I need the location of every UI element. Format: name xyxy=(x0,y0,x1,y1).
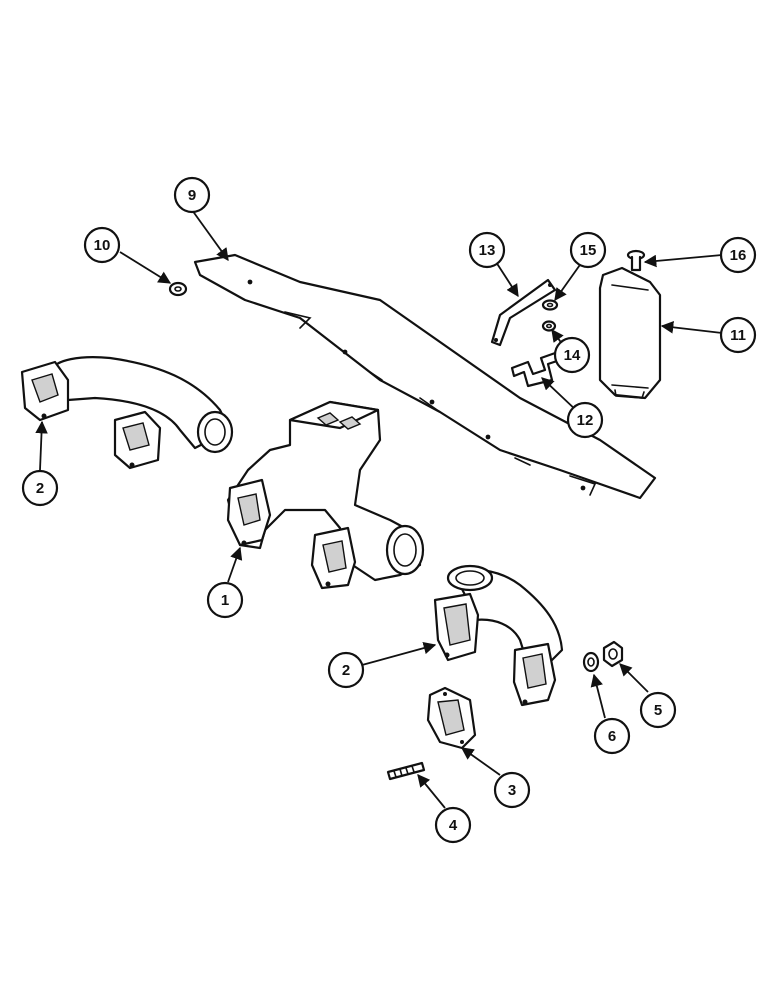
callout-label-5: 5 xyxy=(654,702,662,719)
washer-6 xyxy=(582,651,600,673)
heat-shield-bracket xyxy=(193,253,657,500)
callout-label-1: 1 xyxy=(221,592,229,609)
leader-2b xyxy=(361,641,437,666)
exhaust-elbow-right xyxy=(433,564,564,707)
heat-shield-plate-11 xyxy=(598,266,662,400)
leader-9 xyxy=(191,209,229,262)
stud-4 xyxy=(386,761,426,781)
callout-2a: 2 xyxy=(21,469,59,507)
leader-5 xyxy=(619,663,649,693)
callout-14: 14 xyxy=(553,336,591,374)
callout-label-2b: 2 xyxy=(342,662,350,679)
callout-label-14: 14 xyxy=(564,347,581,364)
nut-10 xyxy=(168,281,188,297)
leader-10 xyxy=(119,251,172,284)
callout-2b: 2 xyxy=(327,651,365,689)
leader-16 xyxy=(643,254,723,268)
callout-label-10: 10 xyxy=(94,237,111,254)
callout-label-16: 16 xyxy=(730,247,747,264)
callout-label-13: 13 xyxy=(479,242,496,259)
callout-6: 6 xyxy=(593,717,631,755)
leader-12 xyxy=(541,377,579,413)
callout-5: 5 xyxy=(639,691,677,729)
exhaust-elbow-left xyxy=(20,356,234,470)
callout-1: 1 xyxy=(206,581,244,619)
callout-label-6: 6 xyxy=(608,728,616,745)
callout-12: 12 xyxy=(566,401,604,439)
callout-label-15: 15 xyxy=(580,242,597,259)
callout-15: 15 xyxy=(569,231,607,269)
callout-4: 4 xyxy=(434,806,472,844)
leader-13 xyxy=(495,261,519,298)
callout-11: 11 xyxy=(719,316,757,354)
callout-label-9: 9 xyxy=(188,187,196,204)
gasket-3 xyxy=(426,686,477,750)
callout-10: 10 xyxy=(83,226,121,264)
leader-6 xyxy=(590,673,606,719)
leader-lines xyxy=(35,209,723,809)
callout-13: 13 xyxy=(468,231,506,269)
callout-3: 3 xyxy=(493,771,531,809)
washer-15 xyxy=(541,299,559,311)
leader-4 xyxy=(417,774,446,809)
callout-label-11: 11 xyxy=(730,327,746,344)
callout-label-2a: 2 xyxy=(36,480,44,497)
leader-3 xyxy=(460,747,501,776)
callout-9: 9 xyxy=(173,176,211,214)
bracket-13 xyxy=(490,278,557,347)
leader-2a xyxy=(35,420,48,471)
leader-15 xyxy=(554,261,583,302)
leader-1 xyxy=(227,546,243,583)
nut-14 xyxy=(541,320,557,332)
leader-11 xyxy=(660,321,723,334)
callout-label-4: 4 xyxy=(449,817,458,834)
bolt-16 xyxy=(626,249,646,272)
nut-5 xyxy=(602,640,624,668)
clip-12 xyxy=(510,350,562,388)
callout-label-3: 3 xyxy=(508,782,516,799)
callout-label-12: 12 xyxy=(577,412,594,429)
exhaust-manifold-center xyxy=(226,400,425,590)
callout-16: 16 xyxy=(719,236,757,274)
